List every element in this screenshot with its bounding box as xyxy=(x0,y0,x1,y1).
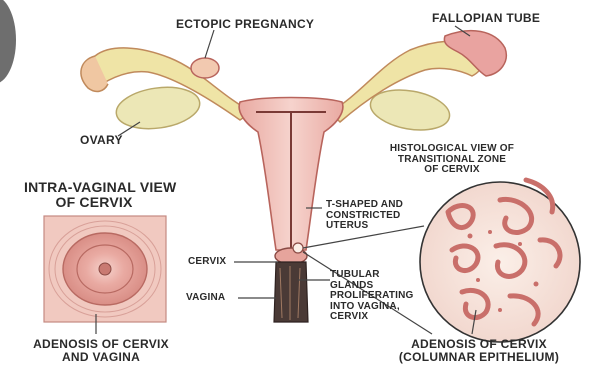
histological-view-label: HISTOLOGICAL VIEW OF TRANSITIONAL ZONE O… xyxy=(366,144,538,176)
t-shaped-line3: UTERUS xyxy=(326,221,403,232)
adenosis-cervix-columnar-label: ADENOSIS OF CERVIX (COLUMNAR EPITHELIUM) xyxy=(368,338,590,363)
fallopian-tube-label: FALLOPIAN TUBE xyxy=(432,12,540,25)
adenosis-cervix-line1: ADENOSIS OF CERVIX xyxy=(368,338,590,351)
left-ovary xyxy=(114,82,203,133)
t-shaped-line1: T-SHAPED AND xyxy=(326,200,403,211)
intra-vaginal-view-label: INTRA-VAGINAL VIEW OF CERVIX xyxy=(24,180,164,209)
intra-vaginal-view-line2: OF CERVIX xyxy=(24,195,164,210)
histological-view-line1: HISTOLOGICAL VIEW OF xyxy=(366,144,538,155)
corner-shadow xyxy=(0,0,16,84)
adenosis-cervix-vagina-line1: ADENOSIS OF CERVIX xyxy=(6,338,196,351)
cervical-os xyxy=(99,263,111,275)
adenosis-cervix-line2: (COLUMNAR EPITHELIUM) xyxy=(368,351,590,364)
tubular-glands-line3: PROLIFERATING xyxy=(330,291,414,302)
tubular-glands-label: TUBULAR GLANDS PROLIFERATING INTO VAGINA… xyxy=(330,270,414,323)
intra-vaginal-view-line1: INTRA-VAGINAL VIEW xyxy=(24,180,164,195)
ectopic-pregnancy-site xyxy=(191,58,219,78)
cervix-gland-marker xyxy=(293,243,303,253)
tubular-glands-line5: CERVIX xyxy=(330,312,414,323)
cervix-label: CERVIX xyxy=(188,257,226,268)
t-shaped-uterus-label: T-SHAPED AND CONSTRICTED UTERUS xyxy=(326,200,403,232)
adenosis-cervix-vagina-line2: AND VAGINA xyxy=(6,351,196,364)
histological-view-line3: OF CERVIX xyxy=(366,165,538,176)
ovary-label: OVARY xyxy=(80,134,123,147)
ectopic-pregnancy-label: ECTOPIC PREGNANCY xyxy=(176,18,314,31)
vagina-canal xyxy=(274,262,308,322)
adenosis-cervix-vagina-label: ADENOSIS OF CERVIX AND VAGINA xyxy=(6,338,196,363)
vagina-label: VAGINA xyxy=(186,293,225,304)
tubular-glands-line1: TUBULAR xyxy=(330,270,414,281)
